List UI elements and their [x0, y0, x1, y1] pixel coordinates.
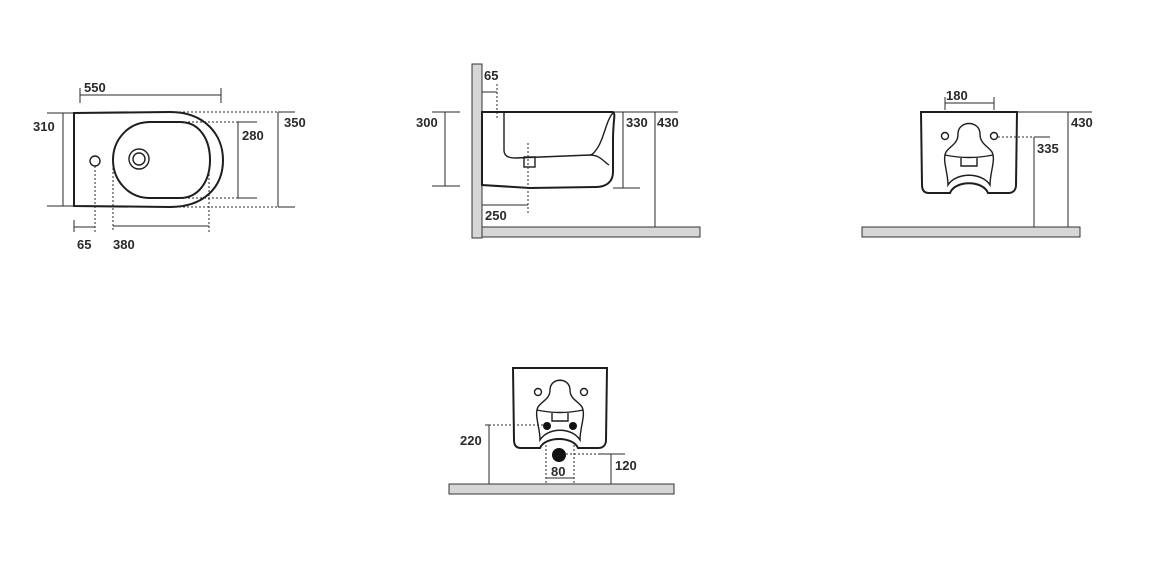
- floor: [481, 226, 701, 238]
- dim-waste-height: 120: [615, 458, 637, 473]
- fixing-hole-icon: [989, 131, 999, 141]
- top-view: 550 310 280 350 65 380: [33, 80, 306, 252]
- rear-view: 180 430 335: [861, 88, 1093, 238]
- connections-view-bracket-outline: [535, 379, 585, 443]
- side-view-outline: [481, 111, 616, 190]
- water-inlet-icon: [569, 422, 577, 430]
- fixing-hole-icon: [940, 131, 950, 141]
- fixing-hole-icon: [533, 387, 543, 397]
- dim-bowl-length: 380: [113, 237, 135, 252]
- dim-floor-to-top: 430: [657, 115, 679, 130]
- dim-fixing-spacing: 180: [946, 88, 968, 103]
- dim-tap-offset: 65: [77, 237, 91, 252]
- side-view-bowl: [503, 112, 614, 166]
- dim-bowl-width: 280: [242, 128, 264, 143]
- floor: [448, 483, 675, 495]
- side-view: 65 250 300 330 430: [416, 63, 701, 239]
- drain-spigot: [523, 156, 536, 168]
- rear-connections-view: 220 120 80: [448, 367, 675, 495]
- drain-outer-icon: [128, 148, 150, 170]
- fixing-hole-icon: [579, 387, 589, 397]
- dim-overall-height: 430: [1071, 115, 1093, 130]
- dim-body-height: 300: [416, 115, 438, 130]
- water-inlet-icon: [543, 422, 551, 430]
- dim-fixing-height: 335: [1037, 141, 1059, 156]
- wall: [471, 63, 483, 239]
- dim-width-left: 310: [33, 119, 55, 134]
- dim-length: 550: [84, 80, 106, 95]
- waste-outlet-icon: [552, 448, 566, 462]
- dim-waste-spacing: 80: [551, 464, 565, 479]
- dim-drain-height: 220: [460, 433, 482, 448]
- dim-overall-width: 350: [284, 115, 306, 130]
- dim-drain-distance: 250: [485, 208, 507, 223]
- drain-inner-icon: [132, 152, 146, 166]
- floor: [861, 226, 1081, 238]
- dim-fixing-offset: 65: [484, 68, 498, 83]
- rear-view-bracket-outline: [943, 122, 995, 188]
- top-view-bowl: [111, 121, 212, 199]
- dim-rim-height: 330: [626, 115, 648, 130]
